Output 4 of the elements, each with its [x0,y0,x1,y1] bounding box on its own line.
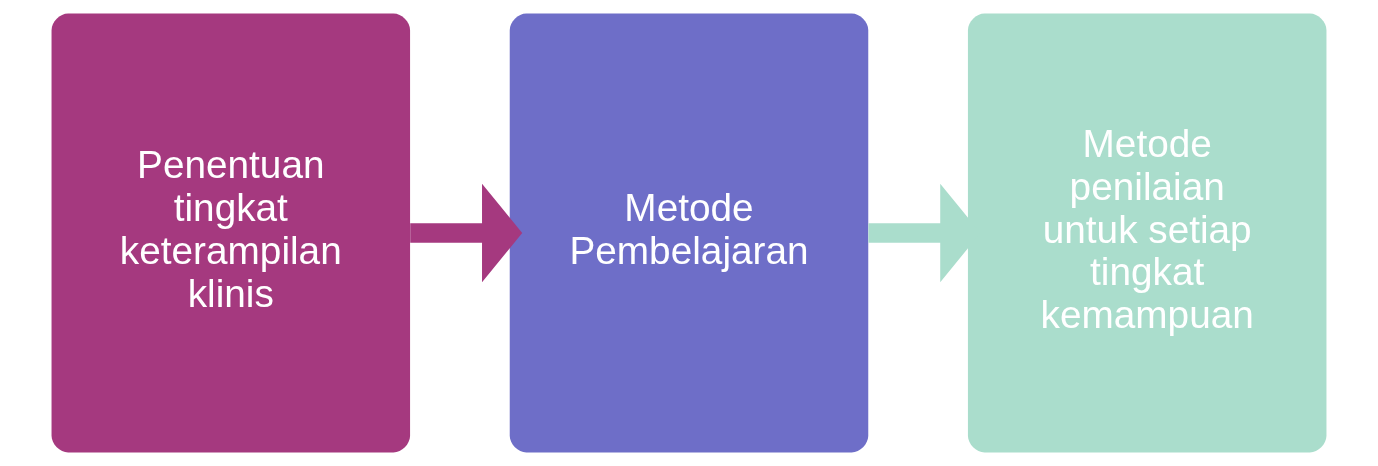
node-box: Metode Pembelajaran [509,13,869,453]
node-box: Metode penilaian untuk setiap tingkat kemampuan [967,13,1327,453]
arrow [410,183,523,283]
node-box: Penentuan tingkat keterampilan klinis [51,13,411,453]
